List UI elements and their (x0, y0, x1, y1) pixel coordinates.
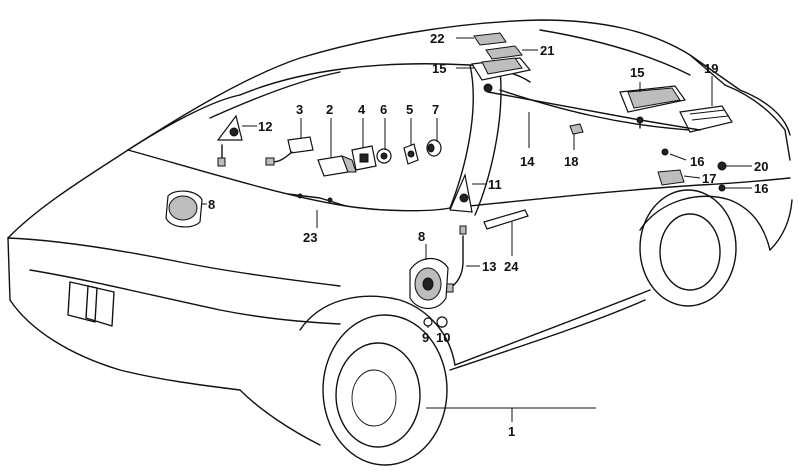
part-22-cover (473, 32, 507, 46)
part-6-knob (376, 148, 392, 164)
part-15-rear-speaker (619, 85, 687, 113)
callout-4: 4 (358, 102, 366, 117)
callout-7: 7 (432, 102, 439, 117)
callout-18: 18 (564, 154, 578, 169)
callout-16-upper: 16 (690, 154, 704, 169)
part-8-speaker-left (165, 190, 203, 228)
callout-19: 19 (704, 61, 718, 76)
callout-9: 9 (422, 330, 429, 345)
callout-8-dash: 8 (208, 197, 215, 212)
callout-10: 10 (436, 330, 450, 345)
callout-17: 17 (702, 171, 716, 186)
callout-8-door: 8 (418, 229, 425, 244)
callout-labels: 22 21 15 15 19 12 3 2 4 6 5 7 14 18 16 2… (208, 31, 768, 439)
part-9-screw (423, 317, 433, 327)
callout-6: 6 (380, 102, 387, 117)
callout-2: 2 (326, 102, 333, 117)
callout-15-center: 15 (432, 61, 446, 76)
part-4-bezel (351, 145, 377, 171)
part-8-speaker-door (409, 257, 449, 310)
part-16-screw-upper (661, 148, 669, 156)
part-13-cable (444, 225, 467, 293)
callout-24: 24 (504, 259, 519, 274)
part-12-tweeter-left (216, 114, 243, 167)
callout-11: 11 (488, 177, 502, 192)
part-21-grille (485, 45, 523, 60)
leader-lines (202, 37, 752, 422)
callout-15-rear: 15 (630, 65, 644, 80)
part-14-wiring-harness (487, 91, 701, 131)
callout-20: 20 (754, 159, 768, 174)
part-23-cable (287, 193, 347, 207)
callout-14: 14 (520, 154, 535, 169)
callout-5: 5 (406, 102, 413, 117)
part-15-center-speaker (470, 57, 532, 93)
car-body-outline (7, 19, 793, 466)
callout-12: 12 (258, 119, 272, 134)
callout-16-lower: 16 (754, 181, 768, 196)
part-18-clip (569, 123, 584, 135)
callout-13: 13 (482, 259, 496, 274)
part-7-knob (426, 139, 442, 157)
part-11-tweeter-right (449, 172, 473, 213)
callout-23: 23 (303, 230, 317, 245)
callout-22: 22 (430, 31, 444, 46)
part-17-bracket (657, 169, 685, 186)
callout-1: 1 (508, 424, 515, 439)
part-5-cover-plate (403, 143, 419, 165)
callout-3: 3 (296, 102, 303, 117)
part-19-amplifier (679, 105, 733, 133)
part-10-nut (436, 316, 448, 328)
part-3-module (265, 136, 314, 166)
part-2-radio (317, 155, 357, 177)
callout-21: 21 (540, 43, 554, 58)
part-24-cable-tie (483, 209, 529, 230)
